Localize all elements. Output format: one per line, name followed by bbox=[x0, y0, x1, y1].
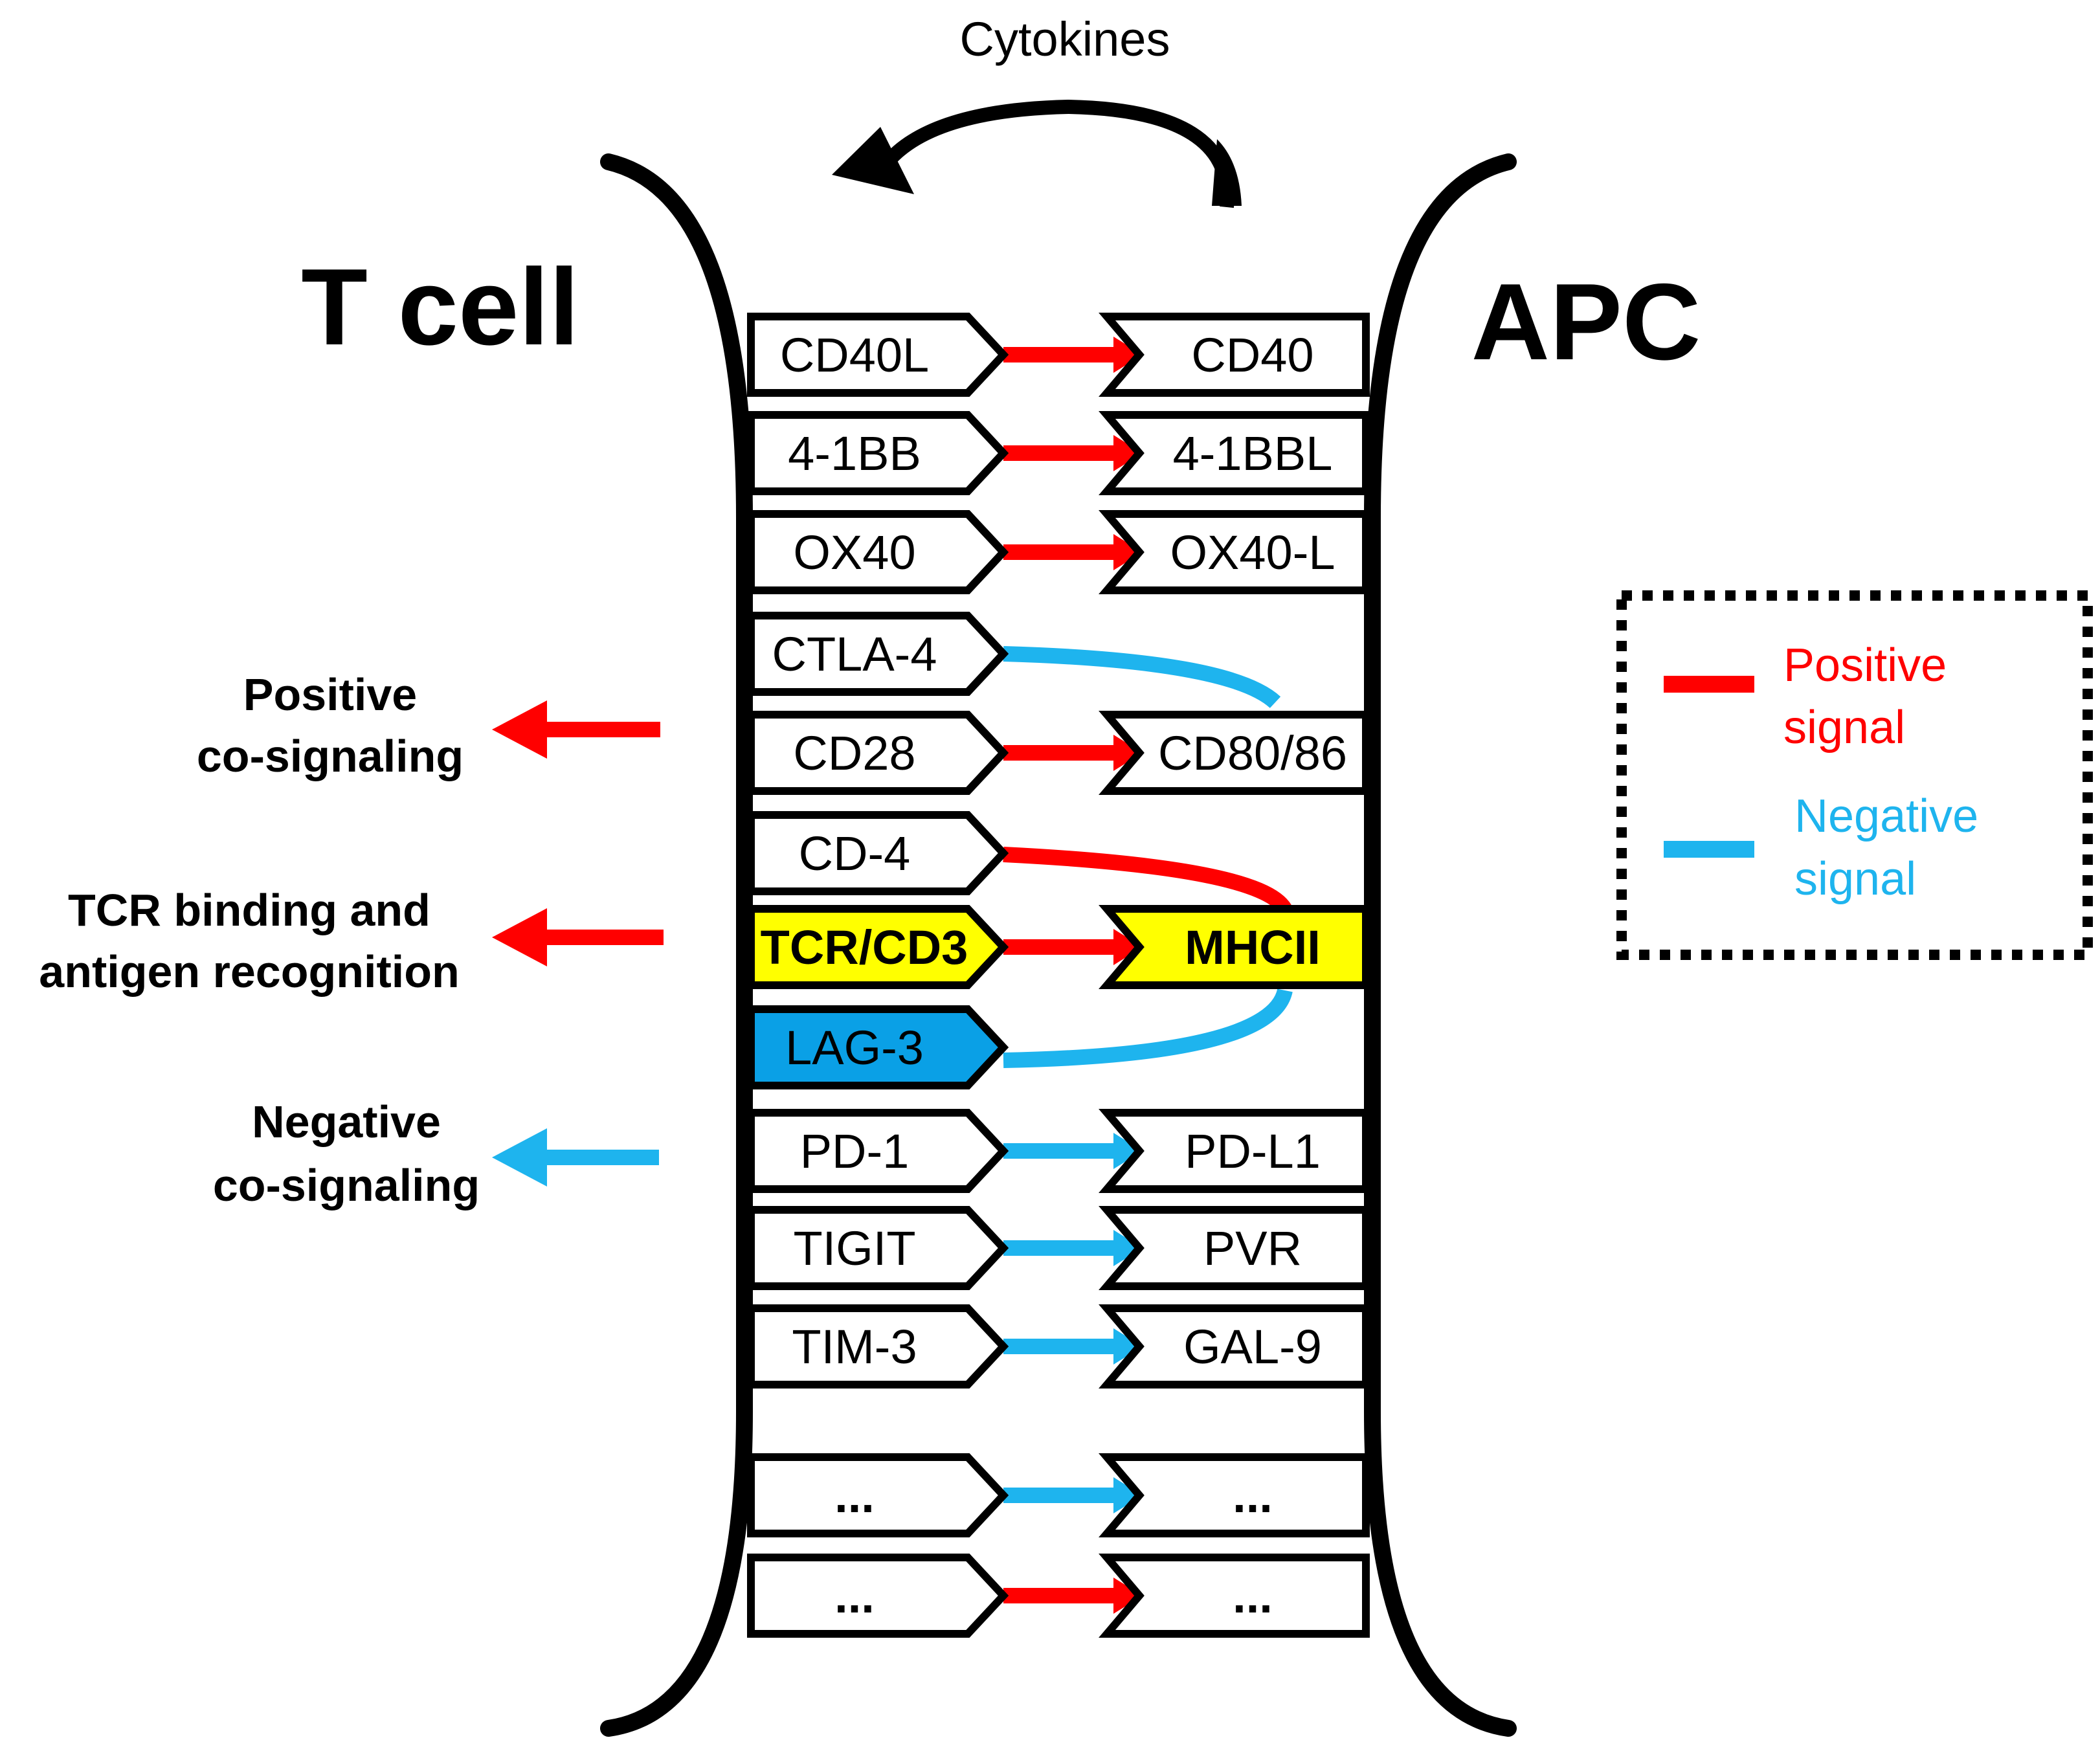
receptor-label: PD-1 bbox=[800, 1124, 910, 1178]
ligand-label: CD40 bbox=[1191, 328, 1313, 382]
receptor-label: 4-1BB bbox=[788, 427, 921, 480]
ligand-pd-l1-shape bbox=[1099, 1109, 1370, 1193]
ligand-label: OX40-L bbox=[1170, 526, 1335, 579]
receptor-label: TIGIT bbox=[793, 1221, 915, 1275]
ligand-4-1bbl-shape bbox=[1099, 411, 1370, 495]
ligand-cd80-86-shape bbox=[1099, 711, 1370, 795]
tcr-binding-label: TCR binding and antigen recognition bbox=[39, 885, 664, 997]
ligand-gal-9-shape bbox=[1099, 1304, 1370, 1389]
cytokines-arrow bbox=[878, 99, 1234, 208]
receptor-ligand-rows: CD40L CD40 4-1BB 4-1BBL OX40 OX40-L CTLA-4CD28… bbox=[747, 313, 1370, 1638]
receptor---shape bbox=[747, 1554, 1009, 1638]
connector-arrowhead-6 bbox=[1113, 929, 1143, 965]
receptor-label: ... bbox=[834, 1569, 875, 1623]
legend-positive-line-1: Positive bbox=[1783, 640, 1947, 691]
connector-arrowhead-10 bbox=[1113, 1328, 1143, 1365]
ligand-label: MHCII bbox=[1185, 920, 1321, 974]
cytokines-arrow-tail bbox=[1212, 139, 1242, 206]
receptor-label: OX40 bbox=[793, 526, 915, 579]
negative-co-signaling-arrowhead bbox=[492, 1128, 547, 1187]
receptor---shape bbox=[747, 1453, 1009, 1537]
connector-arrowhead-12 bbox=[1113, 1578, 1143, 1614]
connector-arrowhead-4 bbox=[1113, 735, 1143, 771]
ligand-label: PD-L1 bbox=[1185, 1124, 1321, 1178]
ligand-label: CD80/86 bbox=[1158, 726, 1347, 780]
legend-positive-line-2: signal bbox=[1783, 702, 1905, 753]
ligand-label: 4-1BBL bbox=[1173, 427, 1333, 480]
t-cell-title: T cell bbox=[301, 246, 579, 368]
connector-arrowhead-1 bbox=[1113, 435, 1143, 471]
receptor-cd28-shape bbox=[747, 711, 1009, 795]
cytokines-label: Cytokines bbox=[960, 12, 1170, 66]
t-cell-membrane bbox=[600, 153, 753, 1737]
receptor-tim-3-shape bbox=[747, 1304, 1009, 1389]
receptor-label: LAG-3 bbox=[785, 1021, 924, 1075]
receptor-ox40-shape bbox=[747, 510, 1009, 594]
positive-co-signaling-line-2: co-signaling bbox=[197, 731, 464, 781]
positive-co-signaling-arrowhead bbox=[492, 700, 547, 759]
ligand-label: ... bbox=[1233, 1569, 1273, 1623]
cd4-to-mhcii-connector bbox=[1003, 847, 1292, 914]
connector-arrowhead-9 bbox=[1113, 1230, 1143, 1266]
receptor-cd40l-shape bbox=[747, 313, 1009, 397]
receptor-label: TIM-3 bbox=[792, 1320, 917, 1374]
receptor-label: CD40L bbox=[780, 328, 929, 382]
apc-membrane bbox=[1364, 153, 1517, 1737]
receptor-lag-3-shape bbox=[747, 1005, 1009, 1089]
connector-arrowhead-8 bbox=[1113, 1133, 1143, 1169]
connector-arrowhead-11 bbox=[1113, 1477, 1143, 1513]
tcr-binding-arrowhead bbox=[492, 908, 547, 966]
positive-co-signaling-line-1: Positive bbox=[243, 669, 417, 720]
positive-co-signaling: Positive co-signaling bbox=[197, 669, 660, 781]
ligand---shape bbox=[1099, 1554, 1370, 1638]
receptor-ctla-4-shape bbox=[747, 612, 1009, 696]
negative-co-signaling: Negative co-signaling bbox=[213, 1097, 659, 1210]
receptor-label: CD-4 bbox=[799, 827, 911, 880]
ctla4-to-cd80-connector bbox=[1003, 646, 1281, 709]
ligand-label: ... bbox=[1233, 1469, 1273, 1522]
legend-negative-line-2: signal bbox=[1794, 853, 1916, 905]
ligand-label: GAL-9 bbox=[1183, 1320, 1322, 1374]
receptor-4-1bb-shape bbox=[747, 411, 1009, 495]
legend: Positive signal Negative signal bbox=[1616, 590, 2093, 960]
cytokines-arrowhead bbox=[832, 127, 914, 194]
ligand-pvr-shape bbox=[1099, 1206, 1370, 1290]
receptor-tigit-shape bbox=[747, 1206, 1009, 1290]
receptor-label: TCR/CD3 bbox=[761, 920, 968, 974]
ligand-cd40-shape bbox=[1099, 313, 1370, 397]
legend-negative-line-1: Negative bbox=[1794, 790, 1978, 842]
ligand-mhcii-shape bbox=[1099, 905, 1370, 989]
tcr-binding-line-2: antigen recognition bbox=[39, 946, 459, 997]
ligand-label: PVR bbox=[1203, 1221, 1302, 1275]
receptor-label: CD28 bbox=[793, 726, 915, 780]
ligand-ox40-l-shape bbox=[1099, 510, 1370, 594]
tcr-binding-line-1: TCR binding and bbox=[68, 885, 430, 935]
receptor-label: CTLA-4 bbox=[772, 627, 937, 681]
receptor-cd-4-shape bbox=[747, 811, 1009, 895]
negative-co-signaling-line-1: Negative bbox=[252, 1097, 441, 1147]
connector-arrowhead-0 bbox=[1113, 337, 1143, 373]
receptor-pd-1-shape bbox=[747, 1109, 1009, 1193]
legend-box bbox=[1616, 590, 2093, 960]
ligand---shape bbox=[1099, 1453, 1370, 1537]
connector-arrowhead-2 bbox=[1113, 534, 1143, 570]
apc-title: APC bbox=[1471, 261, 1701, 383]
negative-co-signaling-line-2: co-signaling bbox=[213, 1160, 480, 1210]
lag3-to-mhcii-connector bbox=[1003, 988, 1293, 1068]
receptor-tcr-cd3-shape bbox=[747, 905, 1009, 989]
receptor-label: ... bbox=[834, 1469, 875, 1522]
